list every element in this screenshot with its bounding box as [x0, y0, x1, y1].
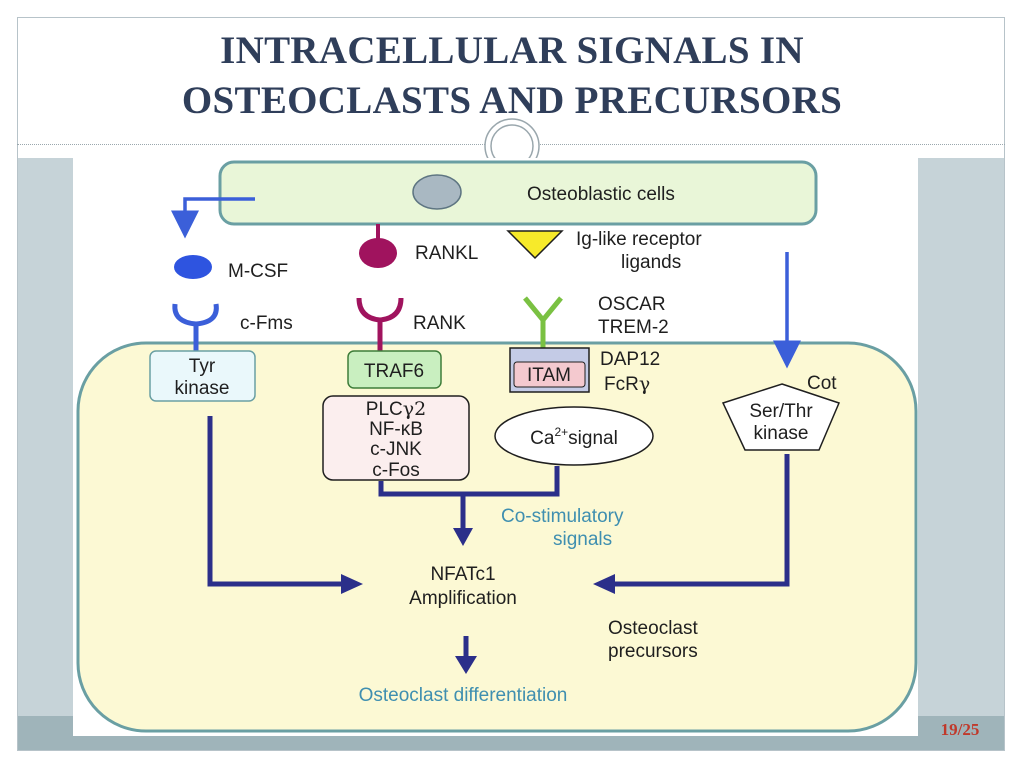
precursor-label-line2: precursors: [608, 641, 698, 662]
calcium-signal-ellipse: [494, 406, 654, 466]
osteoblast-nucleus: [412, 174, 462, 210]
tyr-kinase-box: [149, 350, 256, 402]
rank-receptor: [356, 297, 404, 351]
ser-thr-kinase-line1: Ser/Thr: [749, 401, 813, 422]
mcsf-ligand: [174, 255, 212, 279]
slide-title: INTRACELLULAR SIGNALS IN OSTEOCLASTS AND…: [0, 26, 1024, 126]
nfkb-label: NF-κB: [369, 419, 423, 440]
calcium-signal-word: signal: [568, 428, 618, 449]
signaling-diagram: Osteoblastic cells M-CSF c-Fms RANKL RAN…: [76, 160, 918, 733]
osteoblastic-cell: [218, 160, 818, 226]
serthr-to-nfatc1-arrowhead: [593, 574, 615, 594]
nfatc1-label: NFATc1: [430, 564, 495, 585]
page-number: 19/25: [940, 720, 980, 739]
ser-thr-kinase-pentagon: [721, 383, 841, 451]
ig-ligand-triangle: [506, 230, 564, 260]
fcr-label-base: FcR: [604, 374, 639, 395]
plc-gamma2-suffix: γ2: [403, 398, 426, 420]
signaling-molecules-box: [322, 395, 470, 481]
costim-down-arrowhead: [453, 528, 473, 546]
amplification-label: Amplification: [409, 588, 517, 609]
osteoblast-label: Osteoblastic cells: [527, 184, 675, 205]
calcium-base: Ca: [530, 428, 555, 449]
ig-ligand-label-line1: Ig-like receptor: [576, 229, 702, 250]
differentiation-label: Osteoclast differentiation: [359, 685, 568, 706]
traf6-box: [347, 350, 442, 389]
slide-title-line2: OSTEOCLASTS AND PRECURSORS: [181, 79, 843, 122]
tyr-to-nfatc1-arrowhead: [341, 574, 363, 594]
rankl-ligand: [359, 238, 397, 268]
mcsf-label: M-CSF: [228, 261, 288, 282]
nfkb-base: NF-: [369, 419, 401, 440]
nfatc1-to-differentiation-arrowhead: [455, 656, 477, 674]
ser-thr-kinase-line2: kinase: [754, 423, 809, 444]
costimulatory-label-line2: signals: [553, 529, 612, 550]
serthr-to-nfatc1-arrow: [613, 454, 790, 587]
cot-label: Cot: [807, 373, 837, 394]
costim-merge-lines: [378, 466, 560, 497]
signaling-figure: Osteoblastic cells M-CSF c-Fms RANKL RAN…: [73, 158, 918, 736]
cjnk-label: c-JNK: [370, 439, 422, 460]
rank-label: RANK: [413, 313, 466, 334]
precursor-label-line1: Osteoclast: [608, 618, 698, 639]
dap12-label: DAP12: [600, 349, 660, 370]
osteoclast-precursor-cell: [76, 341, 918, 733]
tyr-to-nfatc1-arrow: [207, 416, 343, 587]
side-band-right: [918, 158, 1004, 750]
calcium-charge: 2+: [554, 425, 568, 439]
oscar-label: OSCAR: [598, 294, 666, 315]
plc-gamma2-label: PLCγ2: [366, 398, 426, 420]
tyr-kinase-line1: Tyr: [189, 356, 216, 377]
plc-gamma2-base: PLC: [366, 399, 403, 420]
tyr-kinase-line2: kinase: [175, 378, 230, 399]
oscar-trem2-receptor: [523, 296, 563, 350]
trem2-label: TREM-2: [598, 317, 669, 338]
fcr-label-gamma: γ: [639, 373, 650, 395]
rankl-label: RANKL: [415, 243, 478, 264]
itam-label: ITAM: [527, 365, 571, 386]
itam-box: [513, 361, 586, 388]
calcium-signal-label: Ca2+signal: [530, 425, 618, 449]
nfkb-kappa: κB: [401, 419, 423, 440]
slide-title-line1: INTRACELLULAR SIGNALS IN: [220, 29, 804, 72]
traf6-label: TRAF6: [364, 361, 424, 382]
cfms-receptor: [172, 303, 219, 351]
fcr-label: FcRγ: [604, 373, 650, 395]
side-band-left: [18, 158, 73, 750]
cfms-label: c-Fms: [240, 313, 293, 334]
costimulatory-label-line1: Co-stimulatory: [501, 506, 624, 527]
mcsf-release-arrow: [171, 197, 255, 239]
cfos-label: c-Fos: [372, 460, 420, 481]
ig-ligand-label-line2: ligands: [621, 252, 681, 273]
